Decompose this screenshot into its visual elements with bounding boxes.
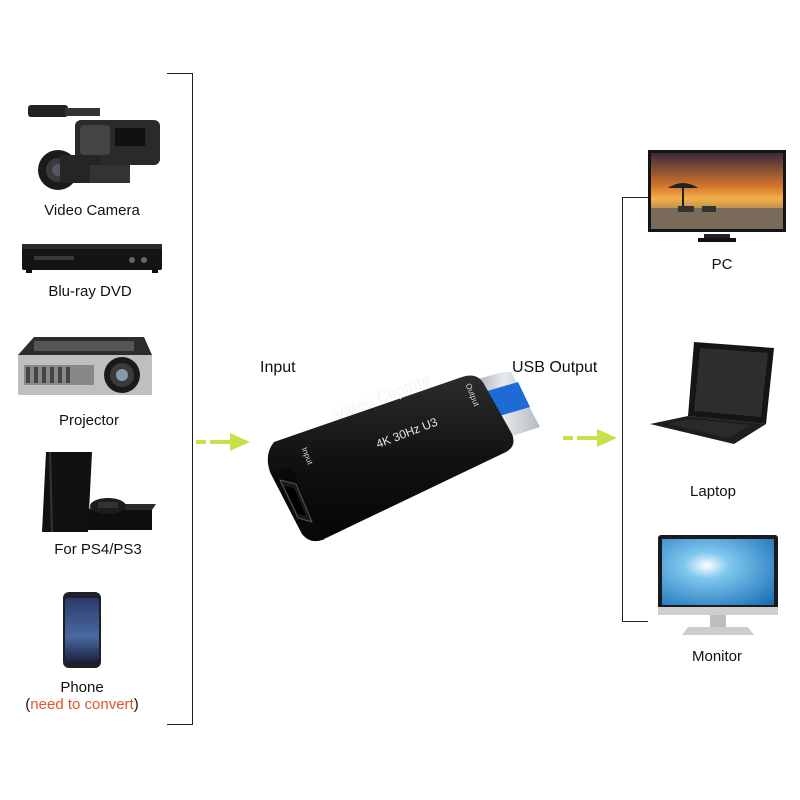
source-note-phone: (need to convert)	[0, 696, 182, 713]
source-label-projector: Projector	[58, 412, 120, 429]
monitor-icon	[658, 535, 778, 640]
video-camera-icon	[20, 100, 165, 195]
phone-icon	[63, 592, 101, 668]
source-label-video-camera: Video Camera	[44, 202, 140, 219]
pc-icon	[648, 150, 786, 244]
input-label: Input	[260, 359, 296, 376]
input-arrow-icon	[196, 430, 254, 454]
laptop-icon	[650, 340, 776, 446]
note-close-paren: )	[133, 696, 139, 713]
dvd-player-icon	[22, 240, 162, 276]
target-label-monitor: Monitor	[691, 648, 743, 665]
usb-output-label: USB Output	[512, 359, 598, 376]
target-label-laptop: Laptop	[690, 483, 736, 500]
output-arrow-icon	[563, 426, 621, 450]
capture-card-icon	[262, 370, 547, 547]
game-console-icon	[38, 448, 158, 536]
target-label-pc: PC	[711, 256, 733, 273]
target-bracket	[622, 197, 648, 622]
note-open-paren: (	[25, 696, 31, 713]
need-to-convert-note: need to convert	[30, 696, 134, 713]
source-label-phone: Phone	[60, 679, 104, 696]
source-label-console: For PS4/PS3	[54, 541, 142, 558]
projector-icon	[14, 333, 156, 401]
source-label-bluray: Blu-ray DVD	[48, 283, 132, 300]
source-bracket	[167, 73, 193, 725]
